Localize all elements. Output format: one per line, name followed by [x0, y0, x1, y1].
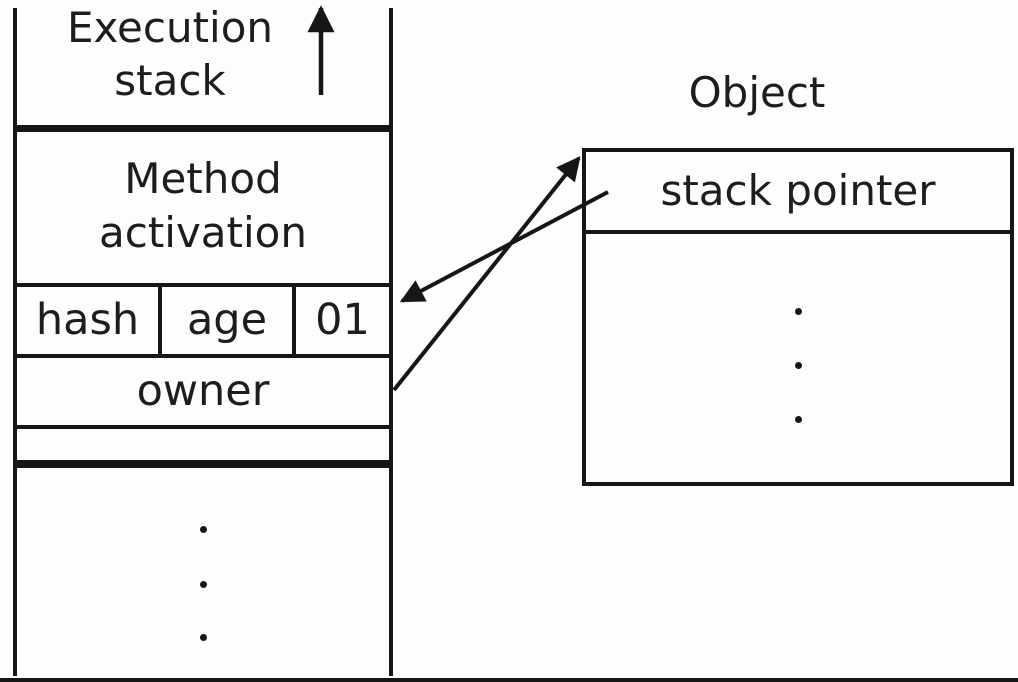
owner-to-object-arrow-icon: [392, 156, 581, 392]
age-flags-divider: [292, 287, 296, 354]
owner-cell: owner: [136, 366, 270, 416]
header-row-top-line: [13, 283, 393, 287]
hash-cell: hash: [35, 295, 140, 345]
hash-age-divider: [158, 287, 162, 354]
header-row-bottom-line: [13, 354, 393, 358]
method-activation-label: Method activation: [98, 154, 307, 257]
stack-right-border: [389, 8, 393, 676]
object-box: stack pointer: [582, 148, 1014, 486]
stack-bottom-thick-line: [13, 460, 393, 468]
flags-cell: 01: [315, 295, 370, 345]
bottom-edge-line: [0, 678, 1018, 682]
stack-pointer-to-stack-arrow-icon: [399, 190, 609, 303]
execution-stack-title: Execution stack: [66, 3, 274, 105]
object-title: Object: [688, 68, 826, 117]
stack-left-border: [13, 8, 17, 676]
owner-bottom-line: [13, 425, 393, 429]
stack-pointer-field: stack pointer: [586, 152, 1010, 234]
age-cell: age: [186, 295, 268, 345]
stack-top-thick-line: [13, 125, 393, 132]
